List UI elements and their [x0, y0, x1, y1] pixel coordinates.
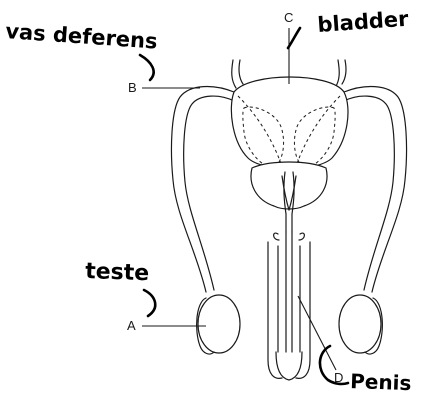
right-vas-deferens — [344, 87, 407, 292]
annotation-c-stroke — [288, 28, 300, 48]
label-b-group: B — [128, 80, 200, 95]
bulbourethral-glands — [274, 233, 305, 240]
right-testis — [339, 295, 382, 354]
bladder — [231, 77, 348, 169]
annotation-teste: teste — [85, 259, 150, 286]
label-a: A — [127, 318, 136, 333]
annotation-a-hook — [144, 290, 155, 316]
annotation-vas-deferens: vas deferens — [5, 19, 159, 54]
label-a-group: A — [127, 318, 206, 333]
label-b: B — [128, 80, 137, 95]
prostate — [251, 162, 327, 209]
annotation-bladder: bladder — [317, 7, 410, 37]
annotation-penis: Penis — [350, 369, 412, 395]
left-testis — [197, 295, 240, 354]
label-c: C — [284, 10, 293, 25]
annotation-b-hook — [140, 55, 154, 80]
left-vas-deferens — [171, 87, 234, 292]
